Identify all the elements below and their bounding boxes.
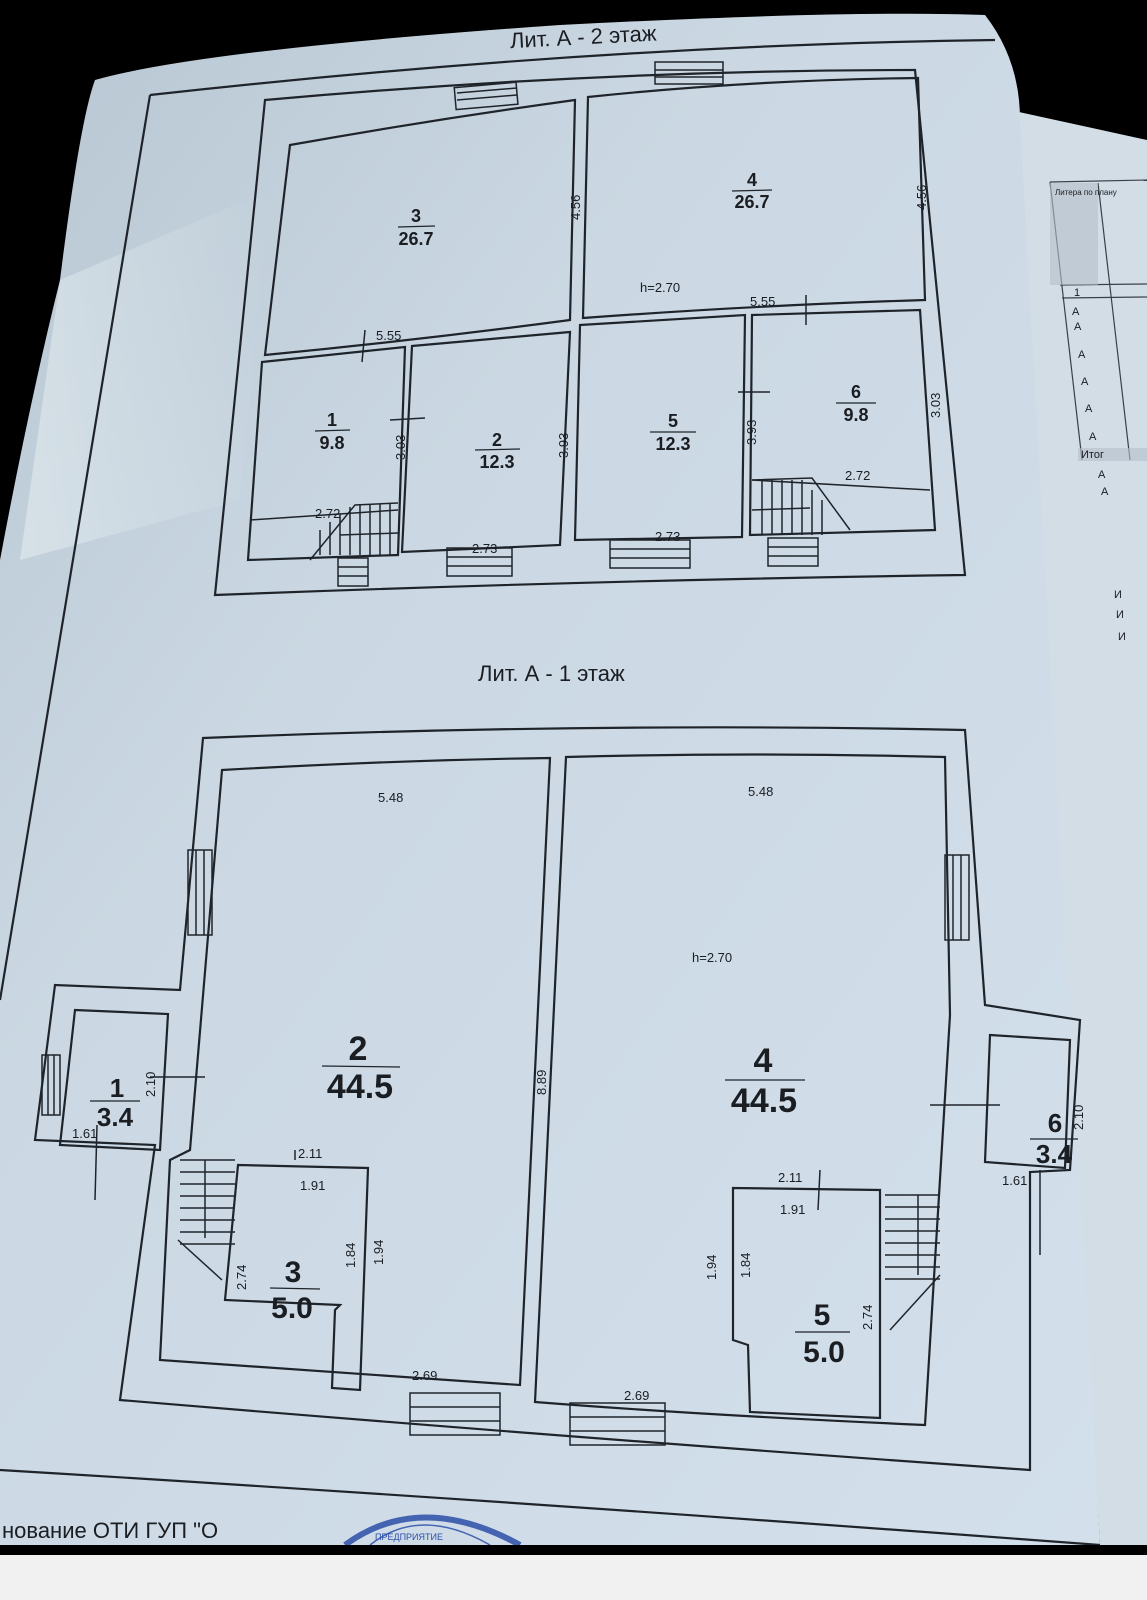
svg-text:4: 4 xyxy=(747,170,757,190)
table-header: Литера по плану xyxy=(1055,188,1117,197)
table-row: А xyxy=(1081,376,1089,388)
dimension: 2.74 xyxy=(234,1265,249,1290)
dimension: 1.61 xyxy=(72,1126,97,1141)
room-2-3: 3 26.7 xyxy=(397,206,436,249)
table-row: А xyxy=(1074,321,1082,333)
dimension: 2.74 xyxy=(860,1305,875,1330)
table-row: А xyxy=(1078,349,1086,361)
svg-text:3.4: 3.4 xyxy=(97,1102,134,1132)
room-1-1: 1 3.4 xyxy=(90,1073,140,1132)
room-1-5: 5 5.0 xyxy=(795,1299,850,1369)
dimension: 2.69 xyxy=(624,1388,649,1403)
room-2-1: 1 9.8 xyxy=(314,410,351,453)
light-glare xyxy=(20,190,270,560)
floor-1-title: Лит. А - 1 этаж xyxy=(478,661,625,686)
stamp: ПРЕДПРИЯТИЕ xyxy=(343,1514,522,1545)
svg-text:6: 6 xyxy=(1048,1108,1062,1138)
room-1-6: 6 3.4 xyxy=(1030,1108,1078,1169)
table-row: А xyxy=(1098,469,1106,481)
svg-text:5.0: 5.0 xyxy=(803,1336,845,1369)
svg-text:1: 1 xyxy=(327,410,337,430)
floor-1-plan: Лит. А - 1 этаж xyxy=(33,661,1086,1472)
svg-text:9.8: 9.8 xyxy=(843,405,868,425)
svg-text:4: 4 xyxy=(754,1042,773,1080)
dimension: 1.84 xyxy=(343,1243,358,1268)
floor-2-height: h=2.70 xyxy=(640,280,680,295)
floor-2-plan: Лит. А - 2 этаж xyxy=(213,20,967,597)
page-frame xyxy=(149,38,996,97)
page-frame-bottom xyxy=(0,1468,1101,1545)
dimension: 2.73 xyxy=(472,541,497,556)
svg-text:6: 6 xyxy=(851,382,861,402)
room-2-4: 4 26.7 xyxy=(731,170,773,212)
floor-1-height: h=2.70 xyxy=(692,950,732,965)
room-2-5: 5 12.3 xyxy=(650,411,696,454)
svg-text:5: 5 xyxy=(814,1299,831,1332)
dimension: 3.03 xyxy=(928,393,943,418)
table-col-index: 1 xyxy=(1074,287,1080,299)
svg-text:5.0: 5.0 xyxy=(271,1292,313,1325)
dimension: 1.91 xyxy=(780,1202,805,1217)
table-footer: И xyxy=(1114,589,1122,601)
dimension: 2.73 xyxy=(655,529,680,544)
dimension: 5.55 xyxy=(750,294,775,309)
page-frame-left xyxy=(0,94,152,1001)
table-total: Итог xyxy=(1081,449,1104,461)
dimension: 1.84 xyxy=(738,1253,753,1278)
dimension: 2.10 xyxy=(143,1072,158,1097)
svg-text:44.5: 44.5 xyxy=(327,1068,393,1106)
svg-text:2: 2 xyxy=(349,1030,368,1068)
svg-text:5: 5 xyxy=(668,411,678,431)
dimension: 5.48 xyxy=(378,790,403,805)
svg-text:3.4: 3.4 xyxy=(1036,1139,1073,1169)
dimension: 4.56 xyxy=(914,185,929,210)
room-1-2: 2 44.5 xyxy=(321,1030,401,1106)
footer-text: нование ОТИ ГУП "О xyxy=(2,1518,218,1543)
bottom-bar xyxy=(0,1555,1147,1600)
table-footer: И xyxy=(1116,609,1124,621)
dimension: 1.91 xyxy=(300,1178,325,1193)
svg-text:44.5: 44.5 xyxy=(731,1082,797,1120)
stamp-text: ПРЕДПРИЯТИЕ xyxy=(375,1532,443,1542)
dimension: 1.94 xyxy=(371,1240,386,1265)
room-2-2: 2 12.3 xyxy=(474,430,521,472)
dimension: 3.93 xyxy=(556,433,571,458)
dimension: 1.61 xyxy=(1002,1173,1027,1188)
room-2-6: 6 9.8 xyxy=(836,382,876,425)
dimension: 1.94 xyxy=(704,1255,719,1280)
next-page-edge xyxy=(1010,110,1147,1545)
dimension: 8.89 xyxy=(534,1070,549,1095)
svg-text:12.3: 12.3 xyxy=(479,452,514,472)
dimension: 2.72 xyxy=(845,468,870,483)
dimension: 5.55 xyxy=(376,328,401,343)
svg-text:9.8: 9.8 xyxy=(319,433,344,453)
floor-plan-photo: Литера по плану 1 А А А А А А Итог А А И… xyxy=(0,13,1147,1545)
table-row: А xyxy=(1072,306,1080,318)
side-table: Литера по плану 1 А А А А А А Итог А А И… xyxy=(1049,179,1147,643)
dimension: 2.72 xyxy=(315,506,340,521)
svg-text:1: 1 xyxy=(110,1073,124,1103)
table-row: А xyxy=(1101,486,1109,498)
svg-text:26.7: 26.7 xyxy=(398,229,433,249)
room-1-4: 4 44.5 xyxy=(725,1042,805,1120)
svg-text:3: 3 xyxy=(411,206,421,226)
svg-text:26.7: 26.7 xyxy=(734,192,769,212)
dimension: 2.11 xyxy=(778,1170,802,1185)
dimension: 3.03 xyxy=(393,435,408,460)
table-row: А xyxy=(1089,431,1097,443)
table-footer: И xyxy=(1118,631,1126,643)
svg-text:3: 3 xyxy=(285,1256,302,1289)
svg-text:12.3: 12.3 xyxy=(655,434,690,454)
dimension: 2.69 xyxy=(412,1368,437,1383)
table-row: А xyxy=(1085,403,1093,415)
room-1-3: 3 5.0 xyxy=(269,1256,321,1325)
svg-text:2: 2 xyxy=(492,430,502,450)
dimension: 2.10 xyxy=(1071,1105,1086,1130)
dimension: 4.56 xyxy=(568,195,583,220)
dimension: 5.48 xyxy=(748,784,773,799)
dimension: 2.11 xyxy=(298,1146,322,1161)
dimension: 3.93 xyxy=(744,420,759,445)
